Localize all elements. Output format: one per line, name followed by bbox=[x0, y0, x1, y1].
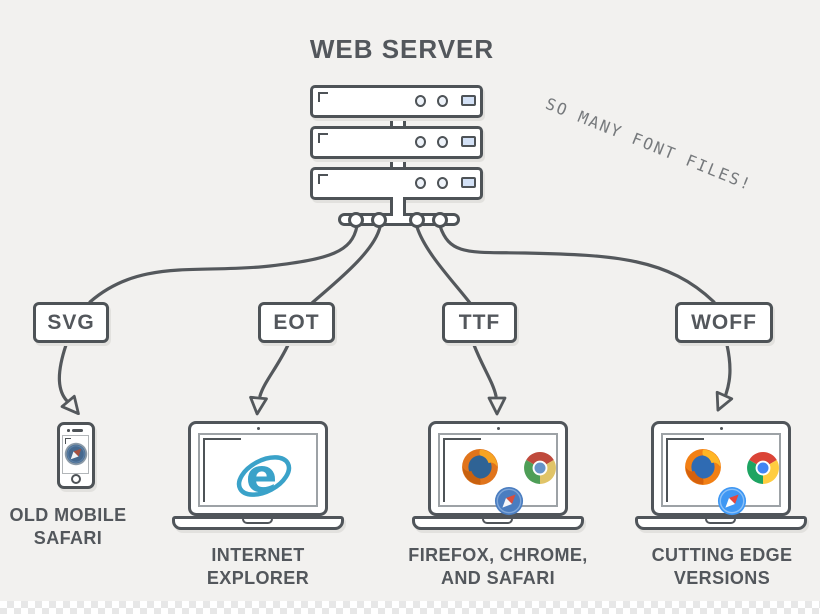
diagram-title: WEB SERVER bbox=[309, 34, 495, 64]
laptop-screen bbox=[661, 433, 781, 516]
phone-home-button bbox=[71, 474, 81, 484]
server-unit-1 bbox=[310, 85, 483, 118]
webcam-dot-icon bbox=[256, 426, 260, 430]
panel-corner-mark bbox=[318, 174, 328, 184]
caption-old-mobile-safari: OLD MOBILE SAFARI bbox=[9, 505, 127, 548]
chrome-icon bbox=[524, 452, 556, 484]
arrow-svg-to-phone bbox=[57, 343, 69, 403]
laptop-notch bbox=[705, 519, 736, 524]
panel-corner-mark bbox=[203, 438, 241, 502]
laptop-lid: e bbox=[188, 421, 328, 516]
led-light-icon bbox=[415, 177, 426, 189]
led-light-icon bbox=[437, 177, 448, 189]
format-box-svg: SVG bbox=[33, 302, 109, 343]
panel-corner-mark bbox=[318, 133, 328, 143]
laptop-firefox-chrome-safari bbox=[412, 421, 584, 531]
drive-slot-icon bbox=[461, 177, 476, 188]
hub-node-2 bbox=[371, 212, 387, 228]
curve-hub-to-svg bbox=[88, 224, 359, 304]
arrowhead-ttf-laptop bbox=[487, 396, 507, 416]
curve-hub-to-woff bbox=[438, 224, 716, 304]
format-box-eot: EOT bbox=[258, 302, 335, 343]
laptop-screen bbox=[438, 433, 558, 516]
hub-node-3 bbox=[409, 212, 425, 228]
internet-explorer-icon: e bbox=[236, 449, 292, 503]
laptop-base bbox=[412, 516, 584, 530]
webcam-dot-icon bbox=[719, 426, 723, 430]
laptop-lid bbox=[651, 421, 791, 516]
laptop-base bbox=[635, 516, 807, 530]
phone-sensor-dot bbox=[67, 429, 70, 432]
led-light-icon bbox=[437, 136, 448, 148]
drive-slot-icon bbox=[461, 95, 476, 106]
hub-node-1 bbox=[348, 212, 364, 228]
safari-icon bbox=[494, 486, 524, 516]
arrowhead-phone bbox=[60, 394, 80, 416]
led-light-icon bbox=[437, 95, 448, 107]
hub-stem-joint bbox=[393, 213, 403, 218]
phone-screen bbox=[62, 435, 89, 474]
webcam-dot-icon bbox=[496, 426, 500, 430]
transparency-checker-strip bbox=[0, 601, 820, 614]
caption-firefox-chrome-safari: FIREFOX, CHROME, AND SAFARI bbox=[408, 545, 588, 588]
drive-slot-icon bbox=[461, 136, 476, 147]
laptop-internet-explorer: e bbox=[172, 421, 344, 531]
svg-text:e: e bbox=[246, 449, 277, 503]
smartphone-device bbox=[57, 422, 95, 489]
panel-corner-mark bbox=[318, 92, 328, 102]
hub-node-4 bbox=[432, 212, 448, 228]
panel-corner-mark bbox=[443, 438, 481, 502]
laptop-notch bbox=[482, 519, 513, 524]
format-box-woff: WOFF bbox=[675, 302, 773, 343]
server-unit-2 bbox=[310, 126, 483, 159]
curve-hub-to-ttf bbox=[415, 225, 472, 305]
safari-classic-icon bbox=[64, 442, 87, 466]
laptop-screen: e bbox=[198, 433, 318, 507]
arrow-eot-to-laptop bbox=[258, 343, 290, 398]
laptop-notch bbox=[242, 519, 273, 524]
laptop-cutting-edge bbox=[635, 421, 807, 531]
arrow-ttf-to-laptop bbox=[472, 343, 498, 398]
led-light-icon bbox=[415, 95, 426, 107]
arrowhead-ie-laptop bbox=[249, 395, 268, 416]
chrome-icon bbox=[747, 452, 779, 484]
arrowhead-woff-laptop bbox=[715, 390, 734, 412]
server-unit-3 bbox=[310, 167, 483, 200]
curve-hub-to-eot bbox=[310, 225, 382, 305]
arrow-woff-to-laptop bbox=[724, 343, 732, 396]
caption-internet-explorer: INTERNET EXPLORER bbox=[206, 545, 310, 588]
laptop-lid bbox=[428, 421, 568, 516]
format-box-ttf: TTF bbox=[442, 302, 517, 343]
led-light-icon bbox=[415, 136, 426, 148]
laptop-base bbox=[172, 516, 344, 530]
caption-cutting-edge-versions: CUTTING EDGE VERSIONS bbox=[651, 545, 793, 588]
panel-corner-mark bbox=[64, 437, 71, 444]
safari-icon bbox=[717, 486, 747, 516]
panel-corner-mark bbox=[666, 438, 704, 502]
firefox-icon bbox=[685, 449, 721, 485]
hub-stem bbox=[390, 197, 406, 216]
phone-speaker bbox=[72, 429, 83, 432]
firefox-icon bbox=[462, 449, 498, 485]
